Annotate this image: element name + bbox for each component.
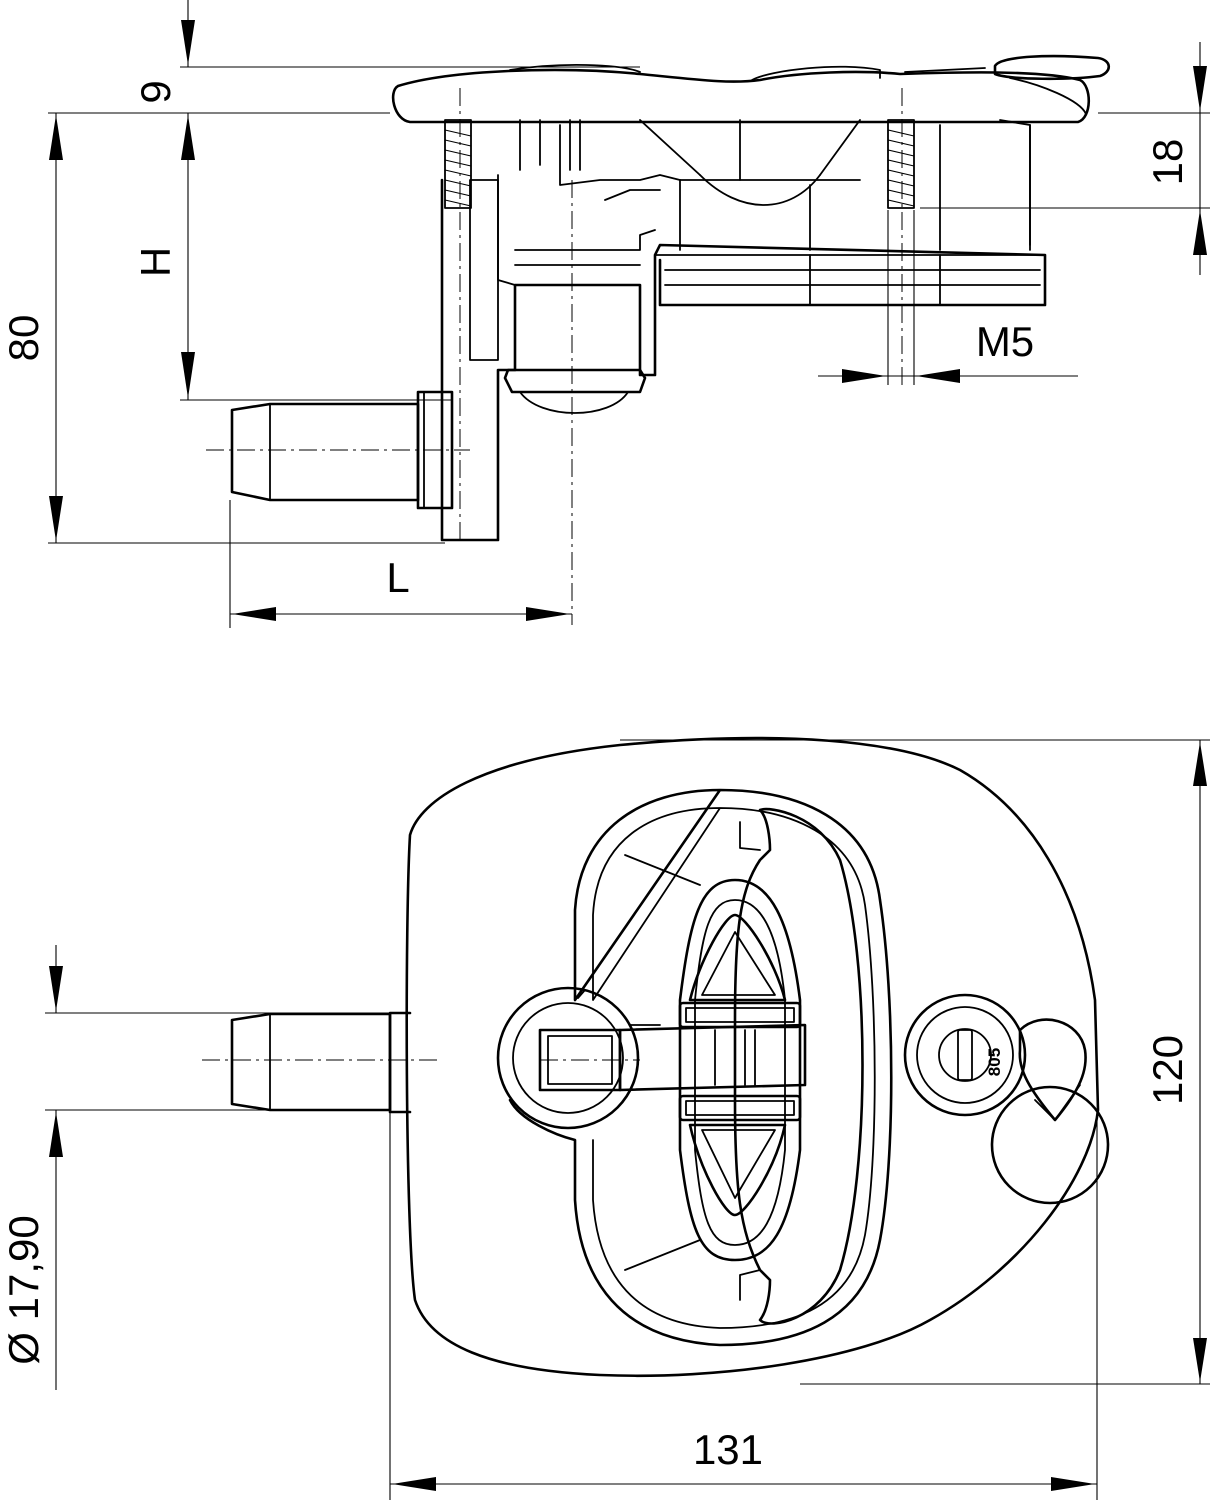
front-slot-bar-bottom: [678, 1094, 802, 1122]
dim-18-label: 18: [1144, 139, 1191, 186]
side-handle-bump: [751, 65, 881, 81]
front-cam-arm: [618, 1023, 807, 1092]
side-dimensions: 9 H 80 18 M5 L: [0, 0, 1210, 628]
front-key-knob: [990, 1085, 1110, 1205]
side-key-cover: [993, 54, 1111, 81]
front-view: 805: [202, 736, 1110, 1378]
front-pivot-inner: [512, 1002, 624, 1114]
front-slot-bar-top: [678, 1001, 802, 1029]
dim-80-label: 80: [0, 315, 47, 362]
dim-l-label: L: [386, 554, 409, 601]
side-stud-right: [887, 119, 915, 209]
side-cam-bulb: [503, 368, 647, 394]
front-dimensions: Ø 17,90 120 131: [0, 739, 1210, 1500]
front-lock-outer: [903, 993, 1027, 1117]
side-cylinder: [679, 119, 1031, 251]
front-handle-outer: [508, 788, 893, 1347]
front-outer-body: [405, 736, 1100, 1378]
dim-131-label: 131: [693, 1426, 763, 1473]
side-flange-step: [509, 64, 641, 73]
front-shaft: [230, 1012, 392, 1112]
front-key-cover: [1018, 1018, 1087, 1122]
dim-9-label: 9: [132, 80, 179, 103]
side-housing: [440, 178, 1047, 542]
dim-m5-label: M5: [976, 318, 1034, 365]
dim-diameter-label: Ø 17,90: [0, 1215, 47, 1364]
dim-h-label: H: [132, 247, 179, 277]
side-stud-left: [444, 119, 472, 209]
front-triangle-bottom: [688, 1123, 787, 1217]
front-inner-lens: [678, 878, 802, 1262]
side-view: [206, 54, 1111, 625]
dim-120-label: 120: [1144, 1035, 1191, 1105]
side-flange-plate: [391, 68, 1091, 124]
front-triangle-top: [688, 913, 787, 1002]
front-lever: [733, 807, 864, 1325]
key-code-label: 805: [985, 1048, 1004, 1076]
front-lock-inner: [916, 1006, 1014, 1104]
front-pivot-outer: [496, 986, 640, 1130]
